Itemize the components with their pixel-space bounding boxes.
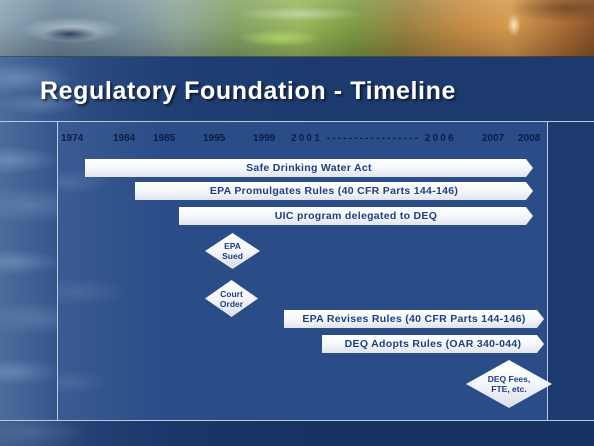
panel-bottom-rule <box>0 420 594 421</box>
bar-epa-revises-rules: EPA Revises Rules (40 CFR Parts 144-146) <box>284 310 544 328</box>
milestone-label-line: DEQ Fees, <box>487 374 531 384</box>
year-label-1995: 1995 <box>203 133 226 144</box>
bar-deq-adopts-rules: DEQ Adopts Rules (OAR 340-044) <box>322 335 544 353</box>
bar-safe-drinking-water-act: Safe Drinking Water Act <box>85 159 533 177</box>
year-label-1974: 1974 <box>61 133 84 144</box>
year-label-2008: 2008 <box>518 133 541 144</box>
year-label-1999: 1999 <box>253 133 276 144</box>
slide-footer-band <box>0 421 594 446</box>
milestone-label-line: EPA <box>224 241 241 251</box>
milestone-label-line: Court <box>220 288 243 299</box>
timeline-panel: 1974 1984 1985 1995 1999 2001 ----------… <box>57 122 552 420</box>
milestone-label-line: FTE, etc. <box>491 384 527 394</box>
slide-title: Regulatory Foundation - Timeline <box>40 77 456 105</box>
milestone-diamond-deq-fees: DEQ Fees, FTE, etc. <box>466 360 552 408</box>
milestone-diamond-court-order: Court Order <box>205 280 258 317</box>
bar-epa-promulgates-rules: EPA Promulgates Rules (40 CFR Parts 144-… <box>135 182 533 200</box>
bar-uic-program-delegated: UIC program delegated to DEQ <box>179 207 533 225</box>
year-label-1984: 1984 <box>113 133 136 144</box>
milestone-label-line: Order <box>219 298 244 309</box>
panel-top-rule <box>0 121 594 122</box>
year-label-2001-2006: 2001 ----------------- 2006 <box>291 133 456 144</box>
milestone-diamond-epa-sued: EPA Sued <box>205 233 260 269</box>
year-label-1985: 1985 <box>153 133 176 144</box>
year-label-2007: 2007 <box>482 133 505 144</box>
header-photo-banner <box>0 0 594 57</box>
milestone-label-line: Sued <box>222 251 243 261</box>
